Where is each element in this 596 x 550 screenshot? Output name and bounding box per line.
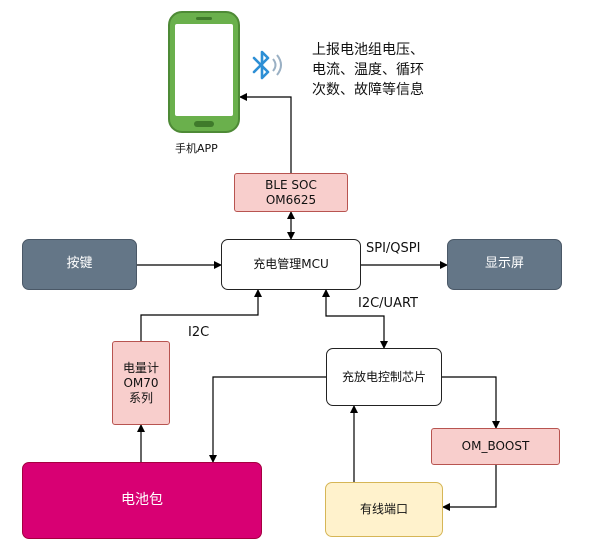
- phone-caption: 手机APP: [175, 142, 218, 155]
- display-label: 显示屏: [484, 256, 524, 272]
- ble-soc-line-2: OM6625: [265, 192, 317, 207]
- mcu-node: 充电管理MCU: [221, 239, 361, 290]
- edge-gauge-to-mcu: [140, 289, 262, 341]
- edge-ble-to-phone: [239, 93, 292, 173]
- boost-label: OM_BOOST: [461, 439, 530, 453]
- i2c-uart-label: I2C/UART: [358, 296, 418, 311]
- report-info-text: 上报电池组电压、 电流、温度、循环 次数、故障等信息: [312, 40, 424, 100]
- report-info-line-2: 电流、温度、循环: [312, 62, 424, 78]
- charge-control-ic-node: 充放电控制芯片: [326, 348, 442, 406]
- fuel-gauge-line-3: 系列: [128, 390, 153, 405]
- ble-soc-node: BLE SOC OM6625: [234, 173, 348, 212]
- key-node: 按键: [22, 239, 137, 290]
- charge-control-ic-label: 充放电控制芯片: [341, 369, 426, 384]
- wired-port-label: 有线端口: [359, 502, 408, 516]
- fuel-gauge-line-1: 电量计: [122, 360, 159, 375]
- mcu-label: 充电管理MCU: [253, 257, 329, 271]
- fuel-gauge-line-2: OM70: [123, 375, 159, 390]
- bluetooth-icon: [252, 50, 282, 80]
- fuel-gauge-node: 电量计 OM70 系列: [112, 341, 170, 425]
- report-info-line-1: 上报电池组电压、: [312, 42, 424, 58]
- edge-boost-to-port: [442, 465, 497, 511]
- ble-soc-line-1: BLE SOC: [265, 177, 317, 192]
- display-node: 显示屏: [447, 239, 562, 290]
- key-label: 按键: [66, 256, 93, 272]
- spi-label: SPI/QSPI: [366, 241, 421, 256]
- edge-chargeic-to-boost: [442, 376, 500, 429]
- edge-chargeic-to-battery: [209, 376, 326, 463]
- boost-node: OM_BOOST: [431, 428, 560, 465]
- battery-pack-label: 电池包: [121, 491, 163, 508]
- smartphone-icon: [168, 11, 240, 133]
- i2c-label: I2C: [188, 325, 210, 340]
- battery-pack-node: 电池包: [22, 462, 262, 539]
- wired-port-node: 有线端口: [325, 482, 443, 537]
- report-info-line-3: 次数、故障等信息: [312, 82, 424, 98]
- edge-mcu-chargeic: [322, 289, 388, 349]
